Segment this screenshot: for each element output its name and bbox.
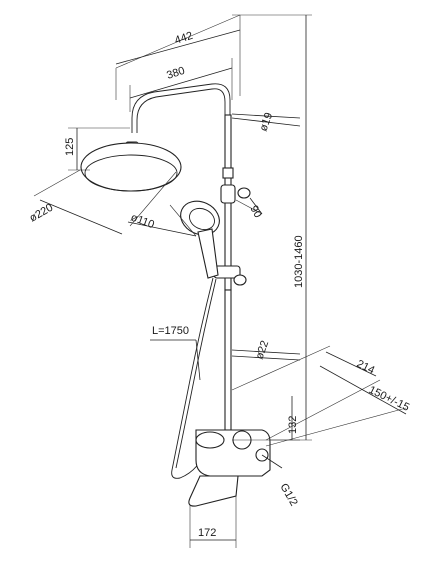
head-face — [84, 154, 178, 192]
dim-head-height: 125 — [64, 138, 76, 156]
dim-lower-pipe: ø22 — [254, 339, 272, 361]
dim-spout-width: 172 — [198, 527, 216, 539]
hand-shower-handle — [197, 228, 219, 279]
dimension-lines — [33, 14, 407, 548]
dim-mixer-height: 132 — [287, 416, 299, 434]
dim-pipe-diameter: ø19 — [258, 111, 276, 133]
dim-centers: 150+/-15 — [367, 384, 412, 414]
dim-380: 380 — [165, 65, 186, 82]
overhead-arm-inner — [136, 88, 226, 133]
shower-column — [131, 83, 251, 431]
dim-hand-diameter: ø110 — [129, 212, 156, 232]
dim-thread: G1/2 — [277, 482, 299, 509]
dim-height-range: 1030-1460 — [293, 235, 305, 288]
riser-lower — [224, 289, 232, 431]
dim-wall-distance: 214 — [355, 358, 377, 377]
overhead-arm — [131, 83, 231, 133]
riser-band — [222, 167, 234, 179]
bath-spout — [188, 475, 239, 507]
slide-clamp — [220, 184, 236, 204]
rain-shower-head — [80, 141, 182, 192]
dim-holder: 90 — [247, 204, 264, 221]
mixer-lever — [195, 431, 225, 449]
hand-shower — [180, 200, 220, 279]
dim-hose-length: L=1750 — [152, 325, 189, 337]
slide-clamp-knob — [237, 187, 251, 199]
shower-hose — [171, 277, 214, 479]
dim-head-diameter: ø220 — [28, 202, 56, 225]
holder-knob — [233, 274, 247, 286]
mixer-body — [188, 429, 271, 507]
hand-shower-face — [189, 207, 215, 231]
dim-442: 442 — [173, 30, 194, 47]
shower-hose-2 — [175, 278, 217, 469]
